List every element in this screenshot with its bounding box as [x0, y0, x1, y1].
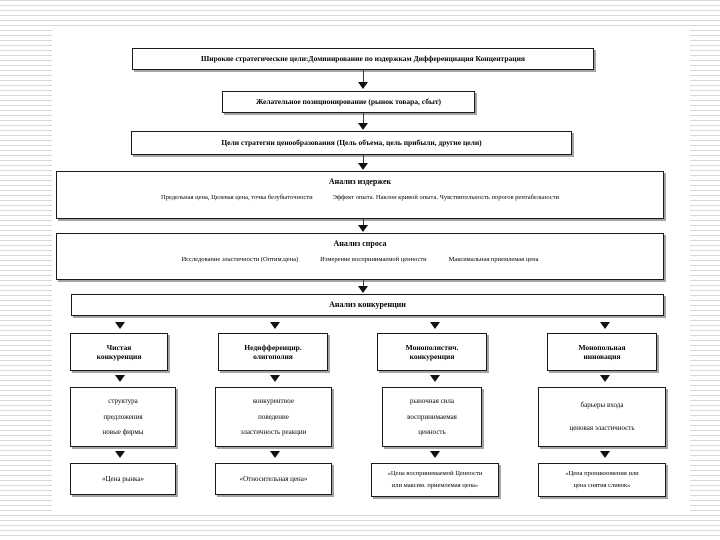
broad-strategic-goals-text: Широкие стратегические цели:Доминировани…	[201, 54, 525, 64]
arrow-down-icon	[430, 375, 440, 382]
arrow-down-icon	[358, 82, 368, 89]
column-2-outcome-box: «Относительная цена»	[215, 463, 332, 495]
demand-analysis-detail-mid: Измерение воспринимаемой ценности	[320, 256, 427, 263]
cost-analysis-detail-right: Эффект опыта. Наклон кривой опыта. Чувст…	[332, 194, 560, 201]
column-1-market-type-box: Чистая конкуренция	[70, 333, 168, 371]
column-2-factor-1: конкурентное	[253, 396, 294, 405]
connector-positioning-to-pricing-goals	[363, 113, 364, 125]
column-4-outcome-box: «Цена проникновения или цена снятия слив…	[538, 463, 666, 497]
column-3-outcome-line-1: «Цена воспринимаемой Ценности	[387, 470, 483, 478]
arrow-down-icon	[600, 375, 610, 382]
demand-analysis-title: Анализ спроса	[333, 239, 387, 248]
column-4-factor-2: ценовая эластичность	[569, 424, 635, 432]
column-2-factor-3: эластичность реакции	[240, 428, 307, 437]
arrow-down-icon	[115, 375, 125, 382]
demand-analysis-detail-left: Исследование эластичности (Оптим.цена)	[181, 256, 299, 263]
column-2-market-type-line-1: Недифференцир.	[244, 342, 302, 352]
arrow-down-icon	[270, 375, 280, 382]
arrow-down-icon	[270, 451, 280, 458]
column-1-market-type-line-1: Чистая	[106, 342, 132, 352]
slide-canvas: Широкие стратегические цели:Доминировани…	[52, 30, 690, 512]
arrow-down-icon	[600, 322, 610, 329]
connector-demand-to-competition	[363, 280, 364, 288]
arrow-down-icon	[358, 225, 368, 232]
demand-analysis-detail-right: Максимальная приемлемая цена	[448, 256, 539, 263]
box-cost-analysis: Анализ издержек Предельная цена, Целевая…	[56, 171, 664, 219]
column-3-factors-box: рыночная сила воспринимаемая ценность	[382, 387, 482, 447]
column-1-factor-3: новые фирмы	[102, 428, 144, 437]
column-4-market-type-line-2: инновация	[583, 352, 621, 361]
arrow-down-icon	[600, 451, 610, 458]
box-competition-analysis: Анализ конкуренции	[71, 294, 664, 316]
column-3-market-type-line-2: конкуренция	[409, 352, 455, 361]
column-3-outcome-line-2: или максим. приемлемая цена»	[391, 481, 479, 489]
connector-cost-to-demand	[363, 219, 364, 227]
column-2-factor-2: поведение	[258, 412, 289, 421]
column-3-market-type-line-1: Монополистич.	[405, 342, 459, 352]
column-1-market-type-line-2: конкуренция	[96, 352, 142, 361]
box-desired-positioning: Желательное позиционирование (рынок това…	[222, 91, 475, 113]
desired-positioning-text: Желательное позиционирование (рынок това…	[255, 97, 442, 107]
column-3-market-type-box: Монополистич. конкуренция	[377, 333, 487, 371]
column-4-factors-box: барьеры входа ценовая эластичность	[538, 387, 666, 447]
cost-analysis-title: Анализ издержек	[328, 177, 392, 186]
column-1-outcome-line-1: «Цена рынка»	[101, 474, 145, 483]
connector-pricing-goals-to-cost	[363, 155, 364, 165]
connector-goals-to-positioning	[363, 70, 364, 84]
column-2-factors-box: конкурентное поведение эластичность реак…	[215, 387, 332, 447]
column-2-market-type-box: Недифференцир. олигополия	[218, 333, 328, 371]
column-2-outcome-line-1: «Относительная цена»	[239, 474, 308, 483]
arrow-down-icon	[270, 322, 280, 329]
arrow-down-icon	[430, 451, 440, 458]
column-3-factor-2: воспринимаемая	[407, 412, 457, 421]
column-4-outcome-line-1: «Цена проникновения или	[565, 470, 639, 478]
column-2-market-type-line-2: олигополия	[253, 352, 293, 361]
arrow-down-icon	[358, 123, 368, 130]
column-1-factor-1: структура	[108, 396, 138, 405]
column-4-market-type-box: Монопольная инновация	[547, 333, 657, 371]
box-pricing-strategy-goals: Цели стратегии ценообразования (Цель объ…	[131, 131, 572, 155]
competition-analysis-title: Анализ конкуренции	[329, 300, 406, 309]
column-3-factor-3: ценность	[418, 428, 446, 437]
column-1-factor-2: предложения	[103, 412, 143, 421]
box-demand-analysis: Анализ спроса Исследование эластичности …	[56, 233, 664, 280]
arrow-down-icon	[430, 322, 440, 329]
column-4-outcome-line-2: цена снятия сливок»	[573, 481, 631, 489]
column-3-factor-1: рыночная сила	[409, 396, 455, 405]
arrow-down-icon	[115, 322, 125, 329]
column-1-factors-box: структура предложения новые фирмы	[70, 387, 176, 447]
box-broad-strategic-goals: Широкие стратегические цели:Доминировани…	[132, 48, 594, 70]
column-4-factor-1: барьеры входа	[580, 401, 624, 410]
pricing-strategy-goals-text: Цели стратегии ценообразования (Цель объ…	[221, 138, 482, 148]
demand-analysis-details: Исследование эластичности (Оптим.цена) И…	[181, 256, 538, 264]
arrow-down-icon	[115, 451, 125, 458]
column-1-outcome-box: «Цена рынка»	[70, 463, 176, 495]
arrow-down-icon	[358, 163, 368, 170]
column-3-outcome-box: «Цена воспринимаемой Ценности или максим…	[371, 463, 499, 497]
cost-analysis-detail-left: Предельная цена, Целевая цена, точка без…	[160, 194, 313, 201]
arrow-down-icon	[358, 286, 368, 293]
column-4-market-type-line-1: Монопольная	[578, 342, 626, 352]
cost-analysis-details: Предельная цена, Целевая цена, точка без…	[161, 194, 559, 202]
